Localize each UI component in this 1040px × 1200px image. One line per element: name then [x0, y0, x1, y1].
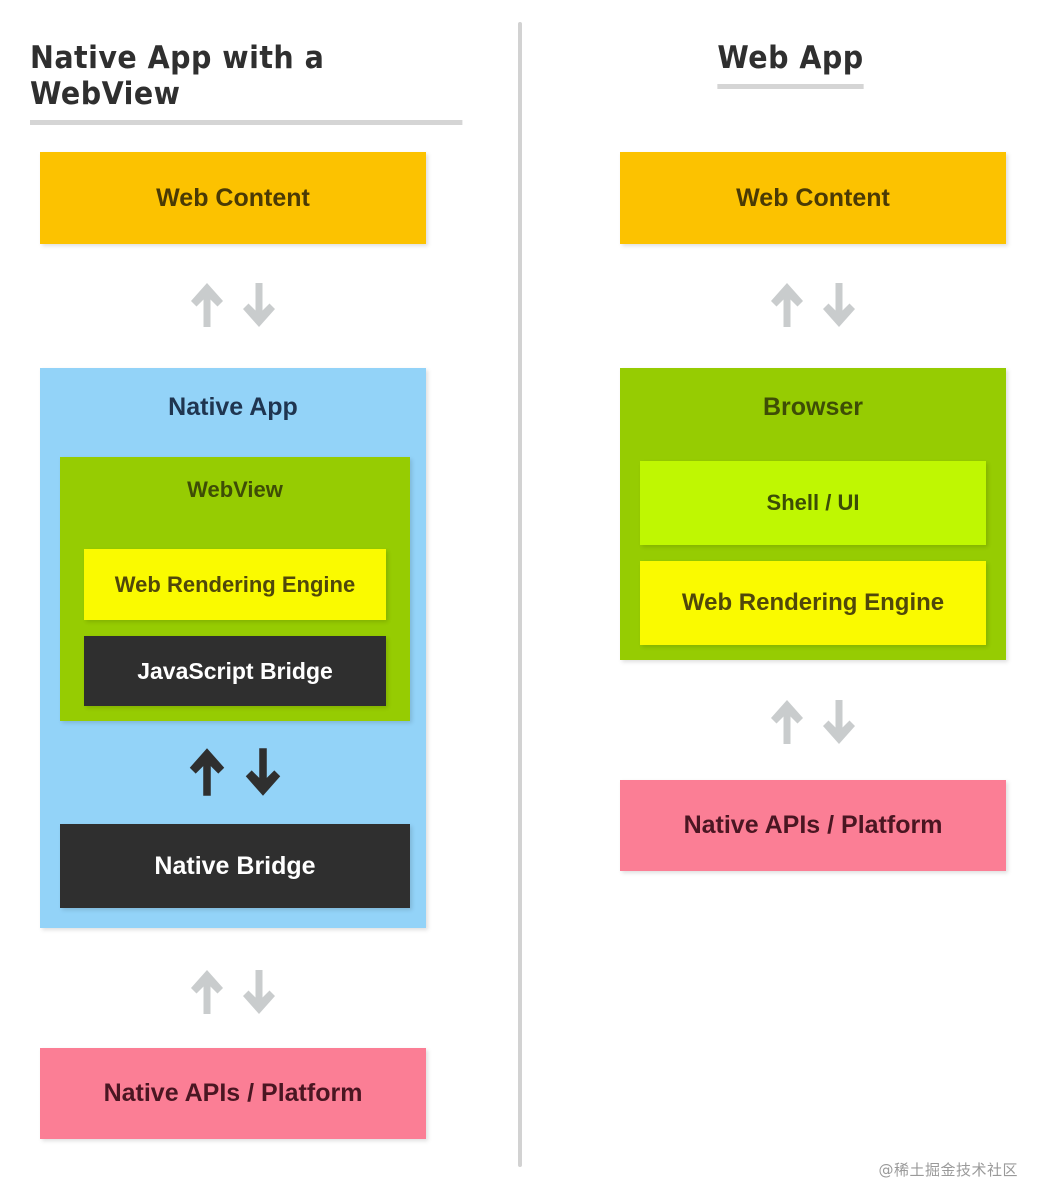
- left-web-content-label: Web Content: [156, 183, 310, 212]
- arrow-up-icon: [188, 279, 226, 331]
- arrow-down-icon: [242, 744, 284, 800]
- left-native-app-label: Native App: [168, 393, 298, 421]
- left-arrows-app-to-platform: [40, 962, 426, 1022]
- left-layer-native-apis: Native APIs / Platform: [40, 1048, 426, 1139]
- left-title-wrap: Native App with a WebView: [0, 40, 500, 125]
- right-web-content-label: Web Content: [736, 183, 890, 212]
- watermark: @稀土掘金技术社区: [878, 1161, 1018, 1179]
- right-shell-ui-label: Shell / UI: [766, 490, 860, 515]
- arrow-up-icon: [188, 966, 226, 1018]
- arrow-up-icon: [768, 696, 806, 748]
- column-native-app-with-webview: Native App with a WebView Web Content Na…: [0, 0, 500, 1200]
- right-layer-web-rendering-engine: Web Rendering Engine: [640, 561, 986, 645]
- arrow-down-icon: [820, 696, 858, 748]
- arrow-down-icon: [240, 279, 278, 331]
- arrow-down-icon: [820, 279, 858, 331]
- right-arrows-browser-to-platform: [620, 692, 1006, 752]
- left-layer-javascript-bridge: JavaScript Bridge: [84, 636, 386, 706]
- left-webview-label: WebView: [187, 477, 283, 502]
- right-title-wrap: Web App: [540, 40, 1040, 89]
- right-layer-native-apis: Native APIs / Platform: [620, 780, 1006, 871]
- right-browser-label: Browser: [762, 393, 864, 421]
- arrow-up-icon: [768, 279, 806, 331]
- arrow-up-icon: [186, 744, 228, 800]
- left-arrows-content-to-app: [40, 275, 426, 335]
- right-layer-shell-ui: Shell / UI: [640, 461, 986, 545]
- left-web-rendering-engine-label: Web Rendering Engine: [114, 571, 356, 597]
- right-native-apis-label: Native APIs / Platform: [683, 811, 943, 839]
- left-column-title: Native App with a WebView: [30, 40, 463, 125]
- left-arrows-webview-to-bridge: [60, 742, 410, 802]
- right-arrows-content-to-browser: [620, 275, 1006, 335]
- left-javascript-bridge-label: JavaScript Bridge: [137, 657, 333, 684]
- left-native-bridge-label: Native Bridge: [154, 851, 316, 880]
- right-column-title: Web App: [716, 40, 864, 89]
- column-web-app: Web App Web Content Browser Shel: [540, 0, 1040, 1200]
- left-layer-native-bridge: Native Bridge: [60, 824, 410, 908]
- left-layer-web-content: Web Content: [40, 152, 426, 244]
- right-layer-web-content: Web Content: [620, 152, 1006, 244]
- right-web-rendering-engine-label: Web Rendering Engine: [681, 589, 945, 616]
- left-layer-web-rendering-engine: Web Rendering Engine: [84, 549, 386, 620]
- column-divider: [518, 22, 522, 1167]
- left-native-apis-label: Native APIs / Platform: [103, 1079, 363, 1107]
- arrow-down-icon: [240, 966, 278, 1018]
